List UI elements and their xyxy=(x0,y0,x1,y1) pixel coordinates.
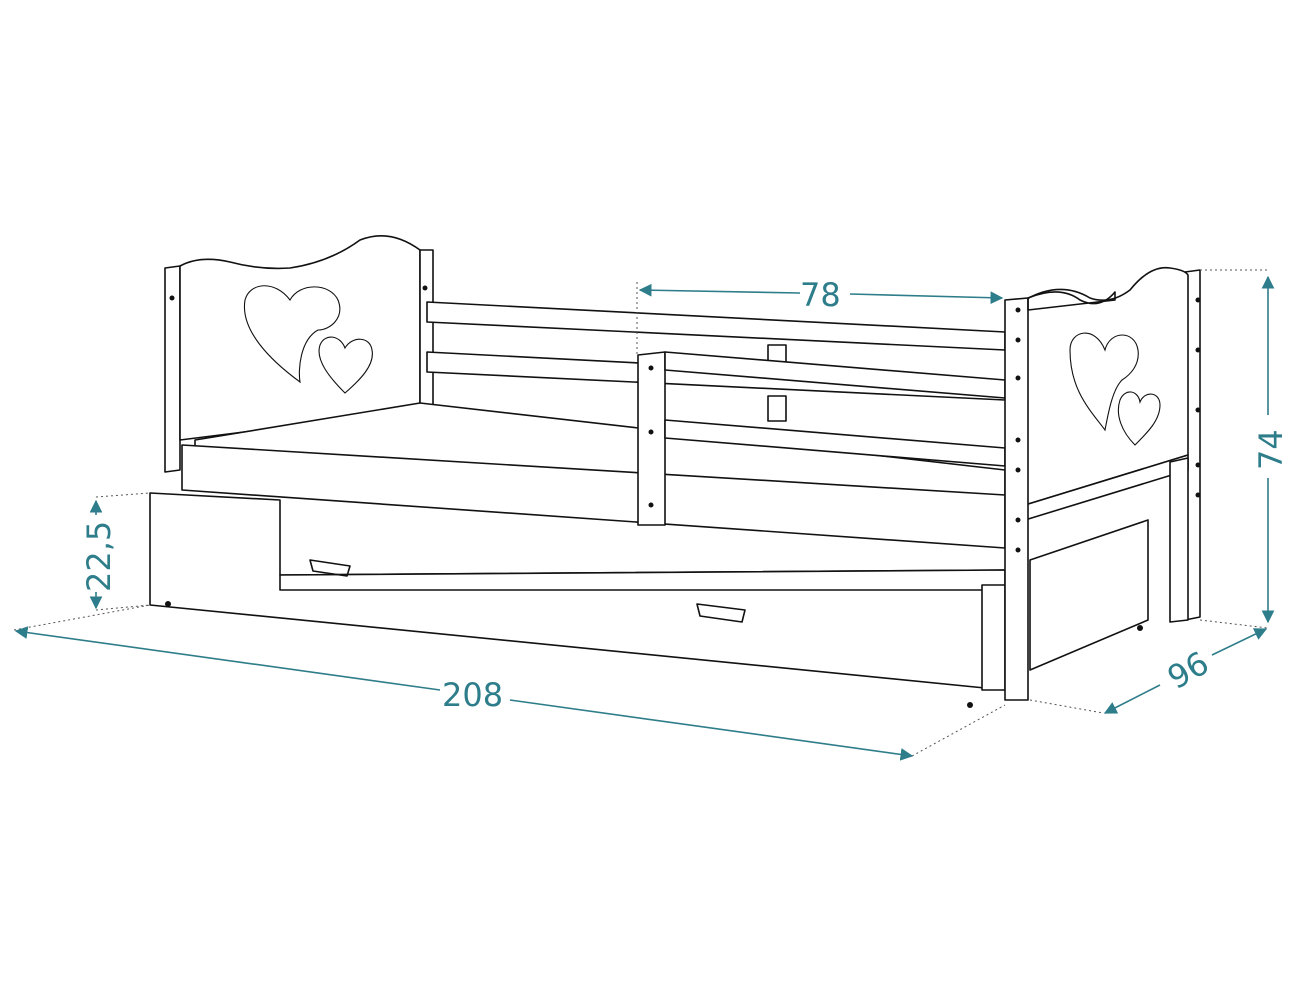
rear-frame xyxy=(164,234,1201,623)
label-depth: 96 xyxy=(1161,644,1215,697)
drawer xyxy=(149,492,1149,708)
label-height: 74 xyxy=(1252,429,1290,470)
label-guard-width: 78 xyxy=(800,276,841,314)
label-drawer-height: 22,5 xyxy=(80,521,118,592)
right-headboard-front xyxy=(1069,297,1201,498)
front-right-post xyxy=(1004,291,1116,701)
mattress xyxy=(181,402,1006,549)
dimension-lines xyxy=(13,269,1275,761)
guard-post xyxy=(637,351,1006,526)
left-headboard-front xyxy=(169,285,428,394)
label-length: 208 xyxy=(442,676,503,714)
